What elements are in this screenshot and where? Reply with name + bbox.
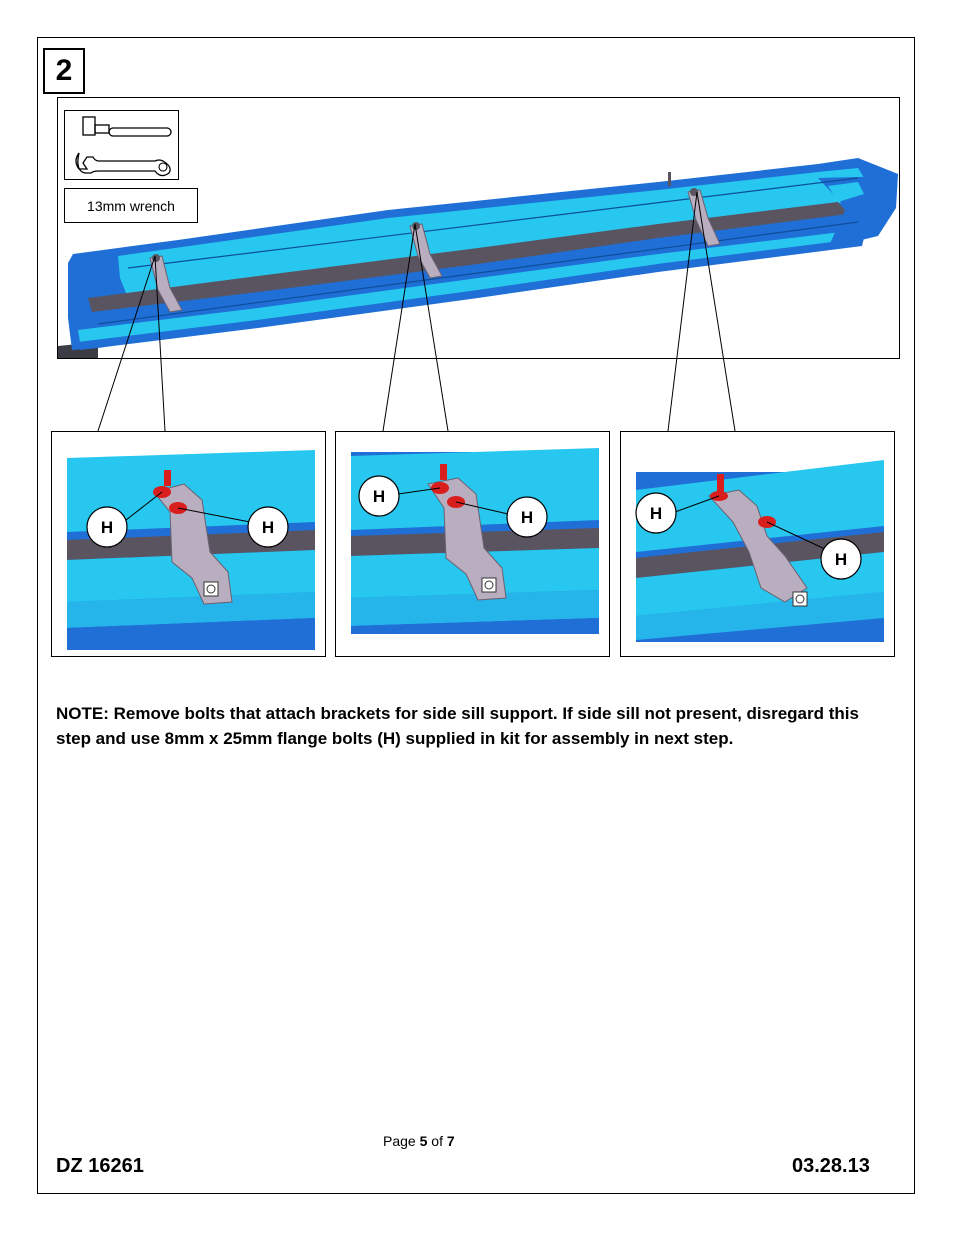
instruction-note: NOTE: Remove bolts that attach brackets … [56,704,859,748]
detail-panel-2: H H [335,431,610,657]
page-number: Page 5 of 7 [383,1133,455,1149]
bolt-label-h: H [650,504,662,523]
step-number: 2 [43,48,85,94]
detail-panel-3: H H [620,431,895,657]
callout-lines [97,191,736,432]
document-id: DZ 16261 [56,1155,144,1177]
page-total: 7 [446,1133,455,1149]
bolt-label-h: H [262,518,274,537]
page-of: of [427,1133,447,1149]
page-frame [37,37,915,1194]
bolt-label-h: H [101,518,113,537]
page-prefix: Page [383,1133,420,1149]
wrench-icon [64,110,179,180]
detail-panel-1: H H [51,431,326,657]
bolt-label-h: H [521,508,533,527]
running-board-drawing [58,158,898,358]
bolt-label-h: H [835,550,847,569]
document-date: 03.28.13 [792,1155,870,1177]
overview-illustration [57,97,900,359]
page-current: 5 [419,1133,428,1149]
bolt-label-h: H [373,487,385,506]
tool-label: 13mm wrench [64,188,198,223]
